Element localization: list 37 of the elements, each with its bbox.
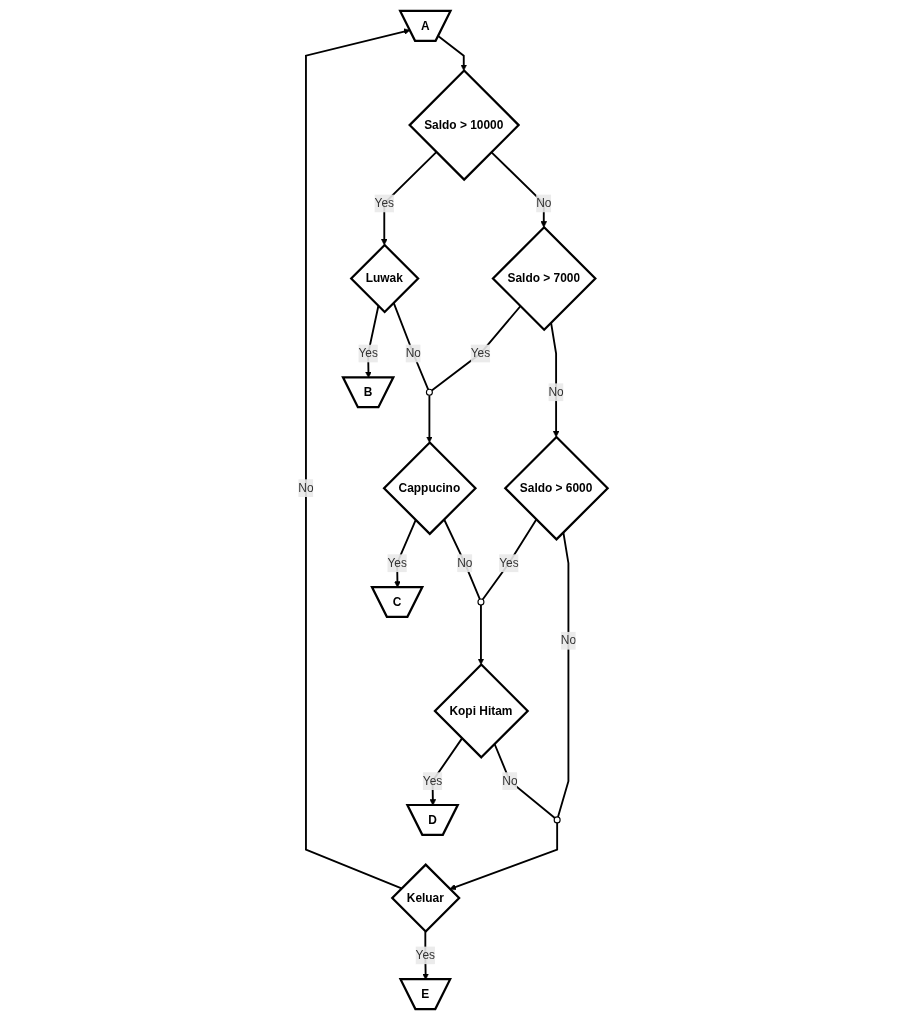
node-diamond: Luwak	[349, 242, 420, 314]
arrow	[477, 603, 485, 665]
edge-label: No	[457, 556, 473, 569]
arrow	[426, 393, 433, 443]
edge-label: No	[560, 633, 577, 647]
arrow	[490, 150, 548, 228]
node-diamond: Saldo > 10000	[408, 68, 521, 181]
node-diamond: Saldo > 7000	[491, 225, 597, 331]
edge-label: No	[536, 196, 552, 209]
edge-label: Yes	[387, 556, 407, 569]
edge-label: Yes	[358, 346, 378, 359]
connector	[493, 742, 556, 819]
connector	[392, 301, 430, 390]
arrow	[437, 34, 468, 71]
connector	[481, 518, 538, 600]
node-diamond: Saldo > 6000	[503, 434, 610, 541]
arrow	[305, 27, 411, 889]
connector	[443, 517, 481, 600]
node-circle	[425, 388, 433, 396]
connector	[430, 304, 522, 391]
edge-label: Yes	[415, 948, 436, 961]
edge-label: No	[405, 346, 421, 359]
edge-label: Yes	[470, 346, 491, 359]
node-diamond: Kopi Hitam	[433, 662, 530, 759]
edge-label: No	[298, 480, 314, 494]
edge-label: Yes	[422, 773, 443, 787]
node-circle	[477, 597, 485, 605]
node-diamond: Keluar	[390, 862, 461, 933]
node-circle	[553, 815, 561, 823]
arrow	[550, 321, 560, 437]
node-diamond: Cappucino	[382, 440, 478, 535]
edge-label: Yes	[374, 196, 395, 209]
arrow	[381, 150, 438, 245]
edge-label: No	[548, 385, 564, 398]
edge-label: No	[502, 773, 518, 787]
arrow	[449, 821, 559, 890]
edge-label: Yes	[499, 556, 519, 569]
